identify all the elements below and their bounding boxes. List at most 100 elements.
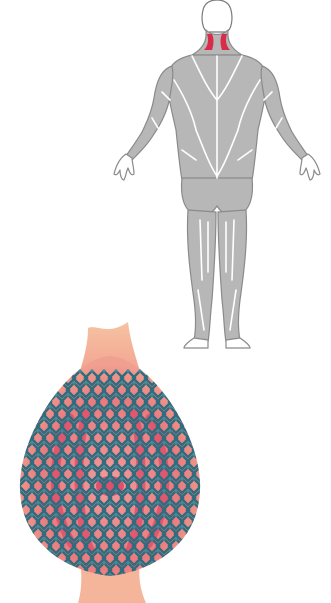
mesh-node xyxy=(162,369,165,372)
mesh-cell xyxy=(13,563,27,577)
mesh-node xyxy=(150,369,153,372)
mesh-node xyxy=(48,381,51,384)
mesh-node xyxy=(66,537,69,540)
mesh-node xyxy=(36,477,39,480)
mesh-cell xyxy=(199,431,210,445)
mesh-cell xyxy=(31,551,45,565)
mesh-node xyxy=(18,369,21,372)
mesh-node xyxy=(198,489,201,492)
mesh-node xyxy=(48,525,51,528)
mesh-node xyxy=(78,393,81,396)
mesh-node xyxy=(120,429,123,432)
mesh-node xyxy=(156,501,159,504)
mesh-node xyxy=(114,489,117,492)
mesh-cell xyxy=(31,383,45,397)
mesh-cell xyxy=(181,539,195,553)
mesh-cell xyxy=(175,575,189,589)
mesh-node xyxy=(192,525,195,528)
mesh-node xyxy=(192,501,195,504)
mesh-node xyxy=(90,369,93,372)
mesh-node xyxy=(162,393,165,396)
mesh-node xyxy=(60,525,63,528)
mesh-cell xyxy=(193,539,207,553)
mesh-node xyxy=(96,501,99,504)
mesh-node xyxy=(150,441,153,444)
mesh-node xyxy=(132,381,135,384)
mesh-node xyxy=(144,501,147,504)
mesh-node xyxy=(24,549,27,552)
mesh-node xyxy=(180,501,183,504)
mesh-node xyxy=(30,417,33,420)
mesh-node xyxy=(180,477,183,480)
mesh-node xyxy=(96,525,99,528)
mesh-node xyxy=(48,429,51,432)
mesh-node xyxy=(150,489,153,492)
mesh-cell xyxy=(43,383,57,397)
mesh-node xyxy=(24,381,27,384)
mesh-node xyxy=(114,537,117,540)
mesh-node xyxy=(186,513,189,516)
mesh-node xyxy=(72,453,75,456)
mesh-node xyxy=(18,441,21,444)
mesh-node xyxy=(66,441,69,444)
mesh-node xyxy=(78,369,81,372)
mesh-node xyxy=(174,393,177,396)
mesh-cell xyxy=(187,575,201,589)
mesh-node xyxy=(48,477,51,480)
mesh-node xyxy=(198,369,201,372)
mesh-node xyxy=(198,441,201,444)
mesh-node xyxy=(138,417,141,420)
mesh-cell xyxy=(43,575,57,589)
mesh-node xyxy=(198,393,201,396)
mesh-node xyxy=(198,561,201,564)
mesh-node xyxy=(18,417,21,420)
mesh-node xyxy=(108,453,111,456)
mesh-node xyxy=(84,525,87,528)
mesh-node xyxy=(18,513,21,516)
mesh-node xyxy=(150,537,153,540)
mesh-cell xyxy=(157,371,171,385)
mesh-cell xyxy=(163,383,177,397)
mesh-node xyxy=(42,465,45,468)
mesh-node xyxy=(168,549,171,552)
mesh-node xyxy=(114,513,117,516)
mesh-cell xyxy=(37,563,51,577)
mesh-node xyxy=(108,381,111,384)
mesh-node xyxy=(204,549,207,552)
mesh-node xyxy=(198,465,201,468)
mesh-node xyxy=(90,465,93,468)
mesh-node xyxy=(174,561,177,564)
mesh-node xyxy=(144,573,147,576)
mesh-node xyxy=(24,573,27,576)
mesh-node xyxy=(180,381,183,384)
mesh-node xyxy=(168,429,171,432)
mesh-node xyxy=(96,405,99,408)
mesh-node xyxy=(90,441,93,444)
mesh-node xyxy=(108,501,111,504)
mesh-node xyxy=(108,477,111,480)
mesh-node xyxy=(126,417,129,420)
mesh-node xyxy=(156,453,159,456)
mesh-node xyxy=(90,417,93,420)
mesh-node xyxy=(150,465,153,468)
mesh-node xyxy=(78,417,81,420)
mesh-node xyxy=(204,381,207,384)
mesh-cell xyxy=(181,395,195,409)
mesh-node xyxy=(138,489,141,492)
mesh-node xyxy=(186,537,189,540)
mesh-node xyxy=(132,429,135,432)
mesh-node xyxy=(72,549,75,552)
mesh-node xyxy=(36,501,39,504)
mesh-node xyxy=(192,477,195,480)
mesh-node xyxy=(42,513,45,516)
mesh-node xyxy=(144,477,147,480)
mesh-node xyxy=(180,549,183,552)
mesh-node xyxy=(96,429,99,432)
mesh-node xyxy=(144,453,147,456)
mesh-node xyxy=(78,465,81,468)
mesh-node xyxy=(114,561,117,564)
mesh-node xyxy=(96,453,99,456)
mesh-node xyxy=(162,513,165,516)
mesh-node xyxy=(126,489,129,492)
mesh-node xyxy=(156,405,159,408)
